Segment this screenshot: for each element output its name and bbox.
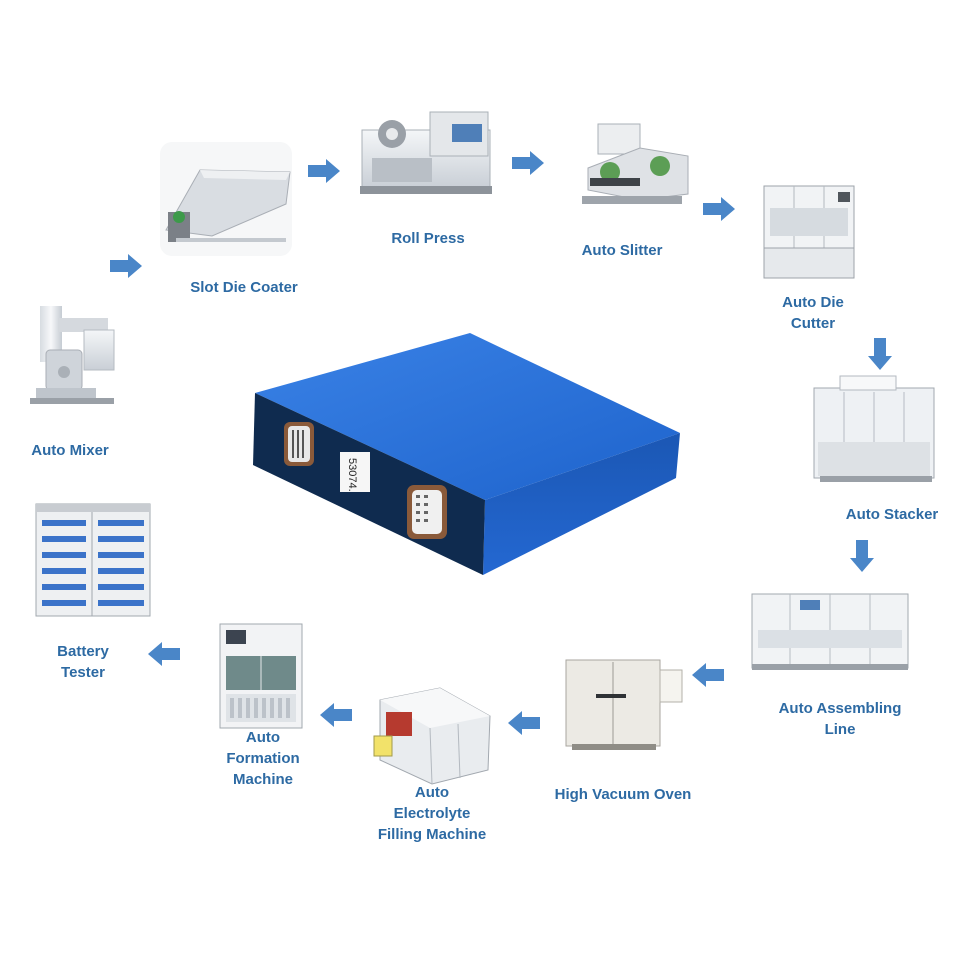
- label-auto-electrolyte-filling-machine: Auto Electrolyte Filling Machine: [378, 782, 486, 845]
- battery-label-sticker: 53074.: [340, 452, 370, 492]
- label-line: High Vacuum Oven: [554, 786, 692, 803]
- high-vacuum-oven-image: [565, 659, 683, 750]
- label-line: Auto Assembling: [778, 700, 902, 717]
- arrow-slitter-to-cutter: [703, 197, 735, 221]
- label-line: Electrolyte: [393, 805, 471, 822]
- battery-top-face: [255, 333, 680, 500]
- label-line: Formation: [226, 750, 300, 767]
- auto-slitter-image: [582, 123, 689, 204]
- label-line: Slot Die Coater: [190, 279, 298, 296]
- label-auto-slitter: Auto Slitter: [582, 240, 663, 261]
- arrow-oven-to-filling: [508, 711, 540, 735]
- battery-terminal-right: [407, 485, 447, 539]
- label-roll-press: Roll Press: [391, 228, 464, 249]
- label-line: Auto Stacker: [845, 506, 939, 523]
- arrow-filling-to-formation: [320, 703, 352, 727]
- battery-label-code: 53074.: [346, 458, 358, 492]
- label-line: Auto Die: [782, 294, 844, 311]
- auto-assembling-line-image: [751, 593, 909, 670]
- label-auto-formation-machine: Auto Formation Machine: [226, 727, 299, 790]
- label-auto-die-cutter: Auto Die Cutter: [782, 292, 844, 334]
- arrow-formation-to-tester: [148, 642, 180, 666]
- label-line: Auto Slitter: [581, 242, 663, 259]
- arrow-stacker-to-assembling: [850, 540, 874, 572]
- label-auto-mixer: Auto Mixer: [31, 440, 109, 461]
- arrow-coater-to-press: [308, 159, 340, 183]
- battery-cell: 53074.: [253, 333, 680, 575]
- arrow-cutter-to-stacker: [868, 338, 892, 370]
- label-line: Tester: [61, 664, 105, 681]
- auto-mixer-image: [30, 306, 115, 404]
- battery-terminal-left: [284, 422, 314, 466]
- label-line: Auto: [245, 729, 281, 746]
- label-auto-assembling-line: Auto Assembling Line: [779, 698, 902, 740]
- label-line: Cutter: [790, 315, 836, 332]
- label-line: Line: [824, 721, 856, 738]
- auto-die-cutter-image: [763, 185, 855, 279]
- label-line: Filling Machine: [377, 826, 487, 843]
- arrow-press-to-slitter: [512, 151, 544, 175]
- battery-front-face: [483, 433, 680, 575]
- label-line: Roll Press: [391, 230, 465, 247]
- roll-press-image: [360, 111, 492, 194]
- label-slot-die-coater: Slot Die Coater: [190, 277, 298, 298]
- label-line: Auto Mixer: [31, 442, 109, 459]
- auto-stacker-image: [813, 375, 935, 482]
- label-battery-tester: Battery Tester: [57, 641, 109, 683]
- label-line: Battery: [57, 643, 109, 660]
- label-line: Machine: [232, 771, 293, 788]
- label-high-vacuum-oven: High Vacuum Oven: [555, 784, 692, 805]
- battery-tester-image: [35, 503, 151, 617]
- label-auto-stacker: Auto Stacker: [846, 504, 939, 525]
- slot-die-coater-image: [160, 142, 292, 256]
- auto-electrolyte-filling-machine-image: [373, 687, 491, 785]
- arrow-assembling-to-oven: [692, 663, 724, 687]
- arrow-mixer-to-coater: [110, 254, 142, 278]
- label-line: Auto: [414, 784, 450, 801]
- auto-formation-machine-image: [219, 623, 303, 729]
